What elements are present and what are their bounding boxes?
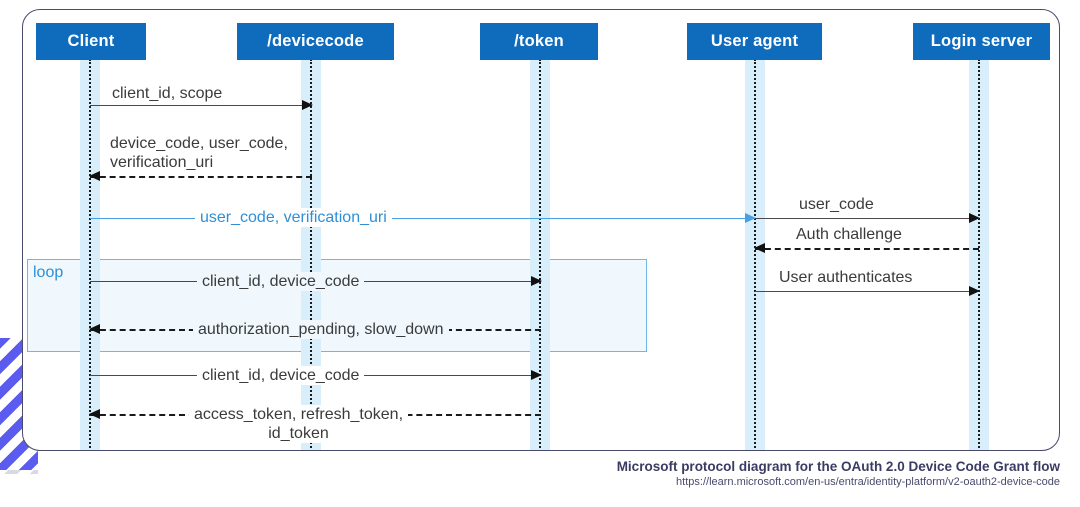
- message-line: [90, 105, 312, 106]
- participant-client[interactable]: Client: [36, 23, 146, 60]
- arrowhead-right-icon: [969, 286, 980, 296]
- arrowhead-left-icon: [89, 324, 100, 334]
- arrowhead-left-icon: [754, 243, 765, 253]
- message-line: [90, 176, 312, 178]
- message-label-m3: user_code, verification_uri: [195, 208, 392, 227]
- caption-title: Microsoft protocol diagram for the OAuth…: [616, 459, 1060, 474]
- participant-label: /devicecode: [267, 32, 364, 50]
- participant-label: Login server: [930, 32, 1033, 50]
- lifeline-devicecode: [310, 59, 312, 450]
- message-label-m6: User authenticates: [779, 269, 913, 286]
- arrowhead-right-icon: [745, 213, 756, 223]
- participant-devicecode[interactable]: /devicecode: [237, 23, 394, 60]
- participant-useragent[interactable]: User agent: [687, 23, 822, 60]
- lifeline-loginserver: [978, 59, 980, 450]
- participant-label: Client: [67, 32, 115, 50]
- message-label-m4: user_code: [799, 196, 874, 213]
- arrowhead-right-icon: [531, 276, 542, 286]
- lifeline-token: [539, 59, 541, 450]
- message-label-m10: access_token, refresh_token, id_token: [189, 405, 409, 443]
- participant-label: /token: [514, 32, 564, 50]
- lifeline-useragent: [754, 59, 756, 450]
- message-label-m7: client_id, device_code: [197, 272, 365, 291]
- participant-token[interactable]: /token: [480, 23, 598, 60]
- message-label-m1: client_id, scope: [112, 85, 223, 102]
- diagram-card: loop Client /devicecode /token User agen…: [22, 9, 1060, 451]
- message-line: [755, 218, 979, 219]
- message-label-m8: authorization_pending, slow_down: [193, 320, 449, 339]
- caption-url: https://learn.microsoft.com/en-us/entra/…: [676, 476, 1060, 488]
- caption: Microsoft protocol diagram for the OAuth…: [617, 458, 1060, 490]
- participant-label: User agent: [710, 32, 799, 50]
- participant-loginserver[interactable]: Login server: [913, 23, 1050, 60]
- message-label-m9: client_id, device_code: [197, 366, 365, 385]
- message-line: [755, 291, 979, 292]
- loop-fragment-label: loop: [33, 264, 64, 281]
- message-line: [90, 218, 755, 219]
- lifeline-client: [89, 59, 91, 450]
- arrowhead-right-icon: [302, 100, 313, 110]
- arrowhead-left-icon: [89, 409, 100, 419]
- arrowhead-right-icon: [969, 213, 980, 223]
- arrowhead-left-icon: [89, 171, 100, 181]
- message-label-m5: Auth challenge: [796, 226, 902, 243]
- arrowhead-right-icon: [531, 370, 542, 380]
- message-label-m2: device_code, user_code, verification_uri: [110, 135, 288, 171]
- message-line: [755, 248, 979, 250]
